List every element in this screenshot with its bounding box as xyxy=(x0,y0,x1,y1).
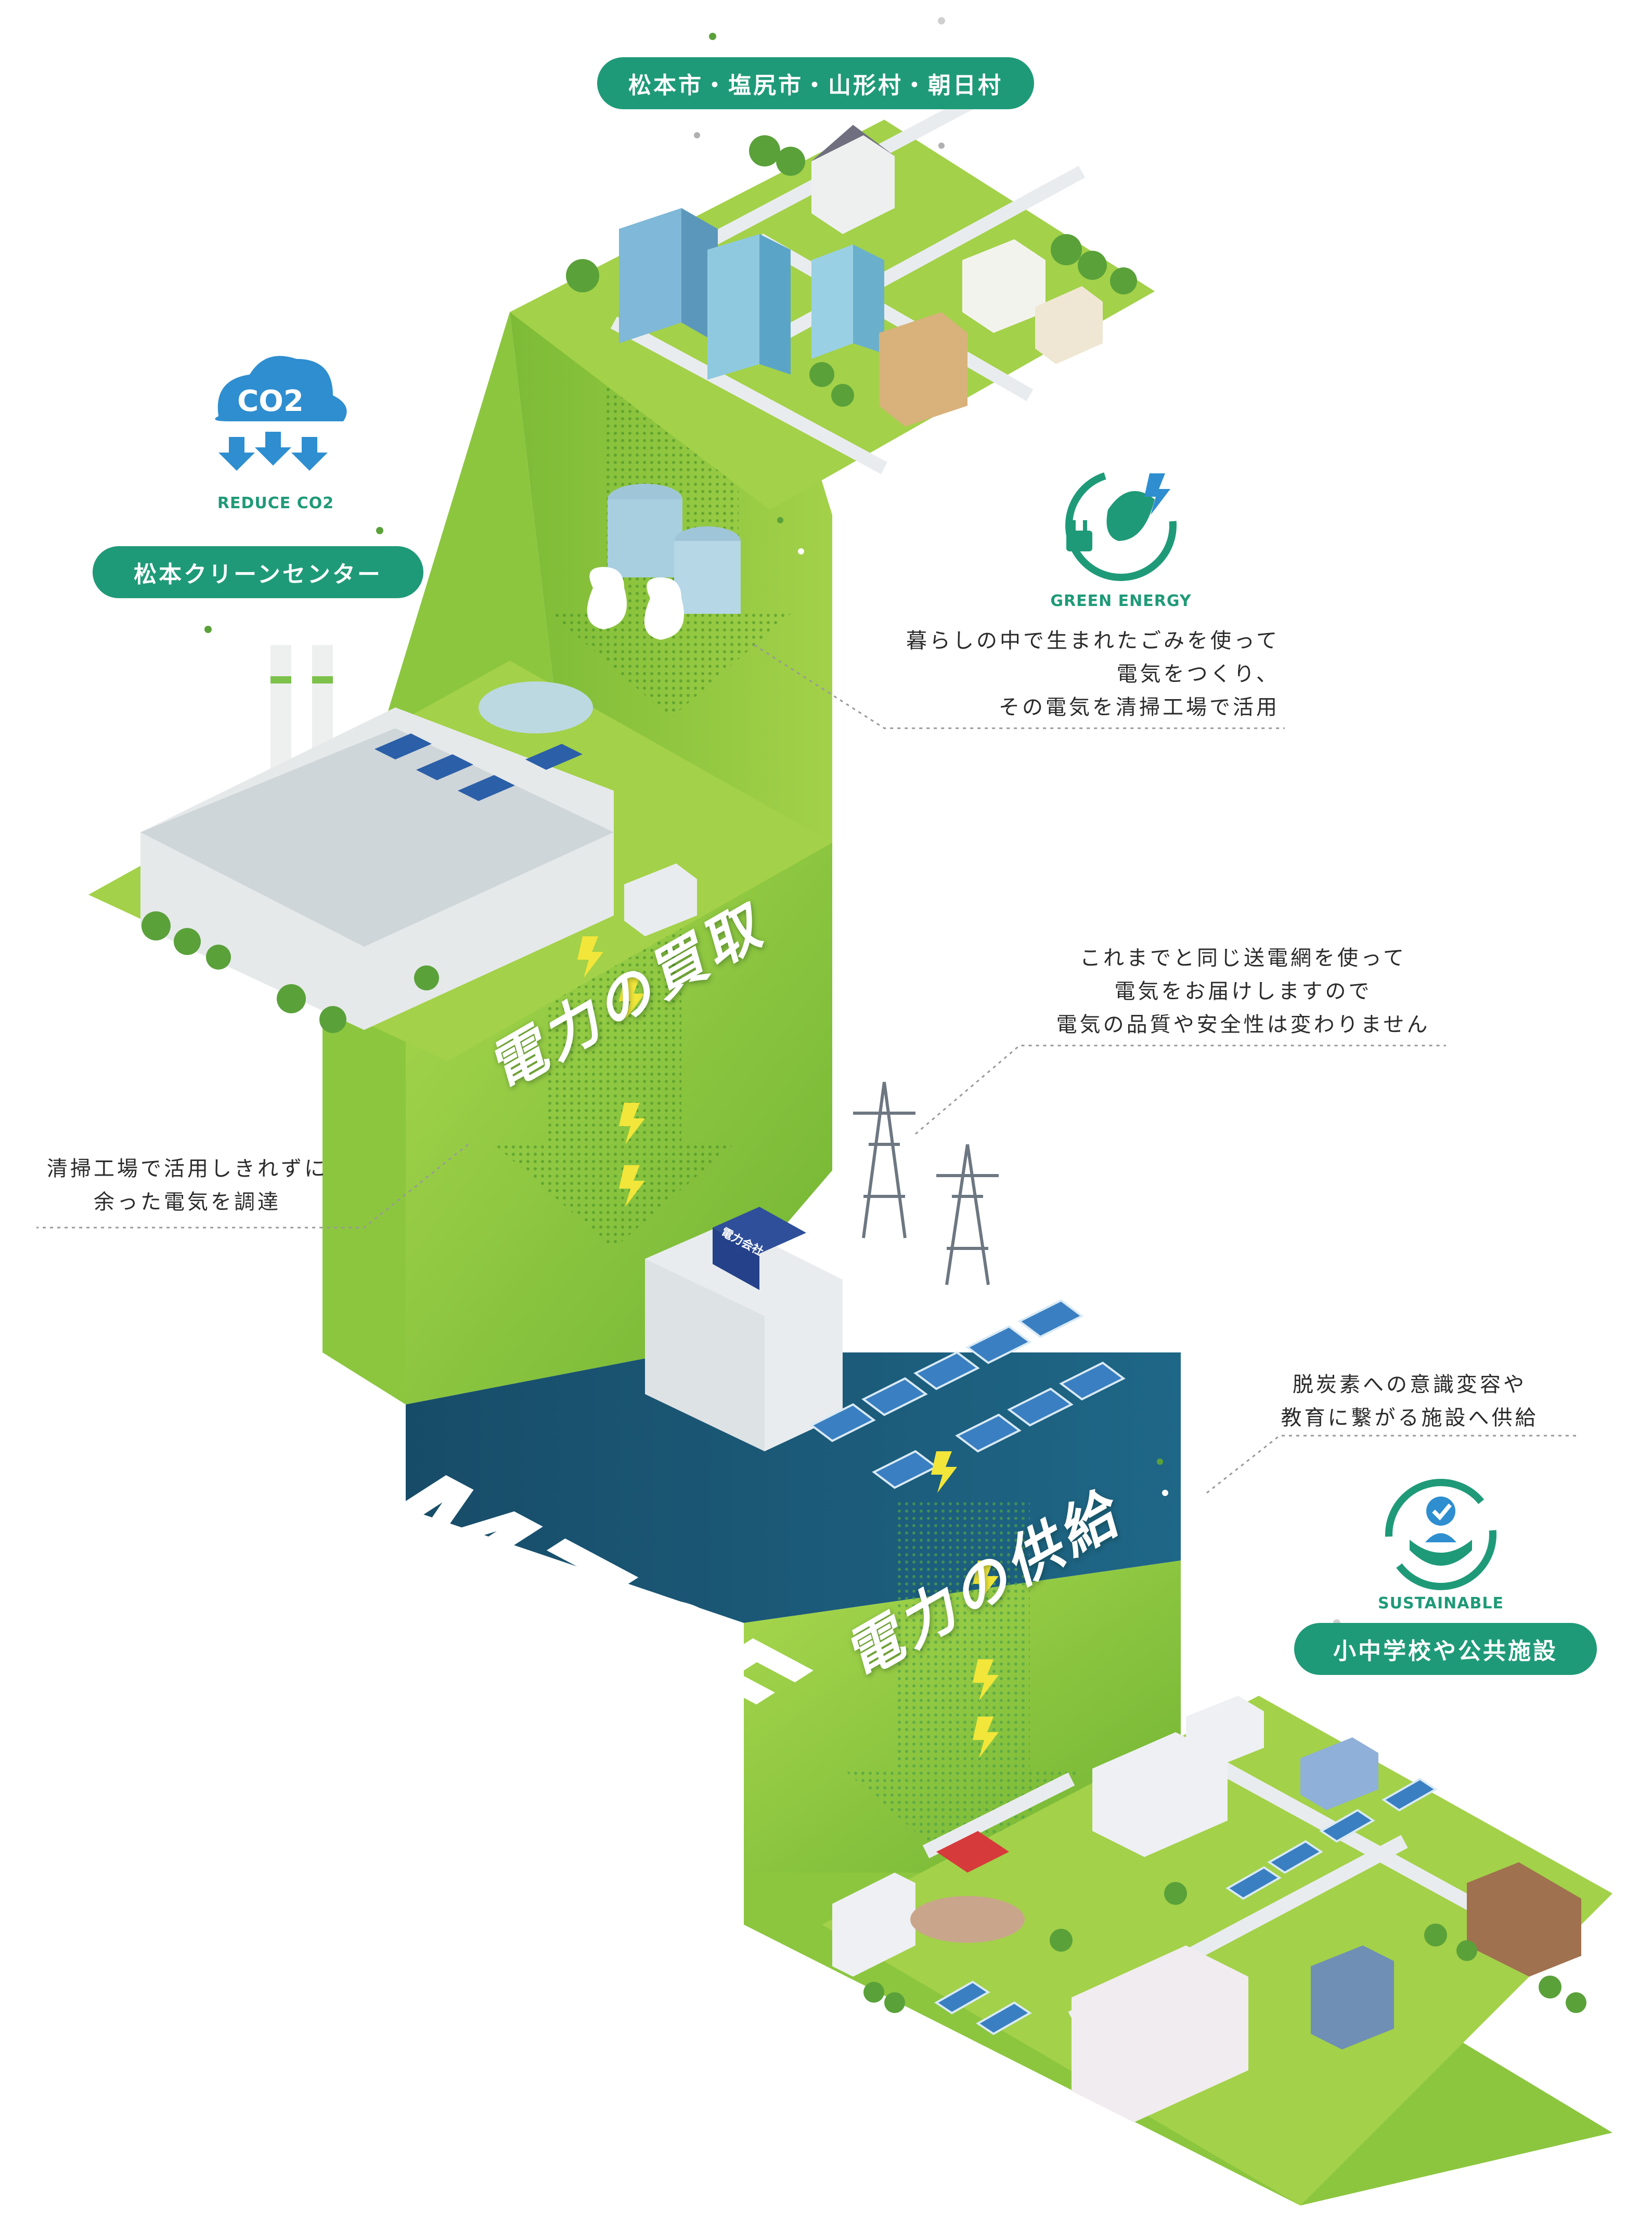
solar-roof xyxy=(375,733,583,801)
recycle-hands-icon xyxy=(1385,1479,1496,1590)
schools-district xyxy=(822,1696,1612,2206)
leader-lines xyxy=(36,644,1576,1494)
city-district xyxy=(510,87,1155,510)
bolt-icon xyxy=(931,1451,957,1493)
co2-cloud-icon: CO2 xyxy=(215,356,347,471)
caption-line: 教育に繋がる施設へ供給 xyxy=(1281,1406,1539,1430)
caption-line: これまでと同じ送電網を使って xyxy=(1080,946,1406,970)
green-energy-label: GREEN ENERGY xyxy=(1050,592,1192,610)
clean-center-label: 松本クリーンセンター xyxy=(93,546,423,598)
caption-line: 暮らしの中で生まれたごみを使って xyxy=(906,629,1280,653)
caption-line: 電気の品質や安全性は変わりません xyxy=(1056,1013,1430,1037)
transmission-towers xyxy=(853,1081,999,1285)
plant-trees xyxy=(141,911,439,1033)
grid-caption: これまでと同じ送電網を使って 電気をお届けしますので 電気の品質や安全性は変わり… xyxy=(1019,942,1467,1041)
caption-line: 余った電気を調達 xyxy=(94,1190,281,1214)
caption-line: その電気を清掃工場で活用 xyxy=(999,695,1280,719)
sustainable-label: SUSTAINABLE xyxy=(1378,1594,1504,1613)
power-company xyxy=(645,1081,1126,1489)
caption-line: 電気をつくり、 xyxy=(1116,662,1280,686)
procure-caption: 清掃工場で活用しきれずに 余った電気を調達 xyxy=(26,1152,349,1219)
bolt-icons xyxy=(577,936,999,1758)
office-buildings xyxy=(619,208,967,427)
co2-bubble-text: CO2 xyxy=(237,384,304,418)
reduce-co2-label: REDUCE CO2 xyxy=(217,494,334,512)
trees xyxy=(566,135,1137,407)
caption-line: 清掃工場で活用しきれずに xyxy=(47,1157,328,1181)
city-label: 松本市・塩尻市・山形村・朝日村 xyxy=(597,57,1034,109)
schools-label: 小中学校や公共施設 xyxy=(1294,1623,1597,1675)
caption-line: 電気をお届けしますので xyxy=(1114,979,1372,1003)
solar-panels xyxy=(809,1299,1126,1489)
clean-center-plant xyxy=(88,645,832,1061)
bolt-icon xyxy=(619,1103,645,1144)
bolt-icon xyxy=(619,978,645,1020)
caption-line: 脱炭素への意識変容や xyxy=(1293,1373,1527,1397)
green-energy-caption: 暮らしの中で生まれたごみを使って 電気をつくり、 その電気を清掃工場で活用 xyxy=(811,624,1280,724)
bolt-icon xyxy=(619,1165,645,1207)
bolt-icon xyxy=(577,936,603,978)
bolt-icon xyxy=(973,1659,999,1701)
school-solar xyxy=(934,1777,1438,2035)
houses xyxy=(811,125,1103,364)
supply-caption: 脱炭素への意識変容や 教育に繋がる施設へ供給 xyxy=(1248,1368,1571,1435)
bolt-icon xyxy=(973,1717,999,1758)
garbage-bins xyxy=(587,484,741,640)
bolt-icon xyxy=(973,1561,999,1602)
plug-leaf-icon xyxy=(1065,470,1177,581)
school-trees xyxy=(863,1882,1586,2013)
